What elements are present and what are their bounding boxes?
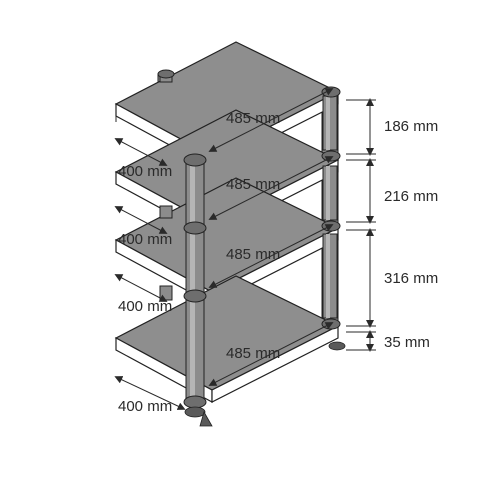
front-left-posts — [183, 153, 213, 427]
depth-label-2: 400 mm — [118, 231, 172, 248]
height-label-4: 35 mm — [384, 334, 430, 351]
depth-label-1: 400 mm — [118, 163, 172, 180]
width-label-1: 485 mm — [226, 110, 280, 127]
width-label-3: 485 mm — [226, 246, 280, 263]
width-label-4: 485 mm — [226, 345, 280, 362]
shelf-4 — [114, 275, 340, 404]
width-dimensions: 485 mm 485 mm 485 mm 485 mm — [208, 88, 334, 386]
height-dimensions: 186 mm 216 mm 316 mm 35 mm — [346, 98, 438, 352]
height-label-3: 316 mm — [384, 270, 438, 287]
depth-label-4: 400 mm — [118, 398, 172, 415]
height-label-2: 216 mm — [384, 188, 438, 205]
depth-label-3: 400 mm — [118, 298, 172, 315]
width-label-2: 485 mm — [226, 176, 280, 193]
front-right-posts — [321, 86, 346, 351]
depth-dimensions: 400 mm 400 mm 400 mm 400 mm — [114, 138, 186, 415]
height-label-1: 186 mm — [384, 118, 438, 135]
